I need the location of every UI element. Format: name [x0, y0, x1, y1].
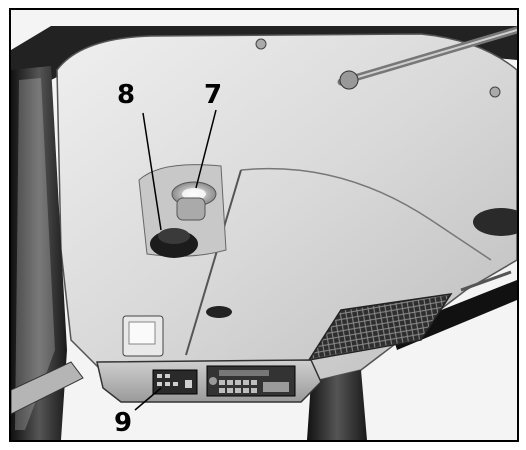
callout-line-7	[195, 109, 217, 189]
left-pillar	[11, 66, 67, 440]
dome-light-lens	[182, 188, 206, 200]
callout-9: 9	[114, 408, 133, 438]
left-window	[15, 78, 55, 430]
speaker-grille-icon	[307, 293, 453, 362]
screw-head	[255, 38, 267, 50]
callout-line-9	[134, 387, 162, 411]
gas-strut-highlight	[340, 29, 517, 83]
photo-frame	[9, 8, 519, 442]
dome-light-body	[176, 197, 206, 221]
switch-cover	[128, 321, 156, 345]
screw-head	[489, 86, 501, 98]
callout-line-8	[142, 112, 162, 231]
radio-display	[219, 370, 269, 376]
strut-mount	[339, 70, 359, 90]
callout-7: 7	[204, 80, 223, 110]
panel-seam-2	[240, 167, 492, 261]
left-bar	[11, 361, 84, 415]
right-pillar-base	[307, 370, 367, 440]
callout-8: 8	[117, 80, 136, 110]
trim-strip	[460, 270, 512, 292]
switch-buttons	[157, 374, 192, 388]
radio-buttons	[219, 380, 289, 393]
panel-seam	[185, 169, 242, 356]
speaker-round	[473, 208, 517, 236]
cab-ceiling-photo	[11, 10, 517, 440]
vent-hole	[206, 306, 232, 318]
spot-light-top	[158, 228, 190, 244]
radio-knob	[209, 377, 217, 385]
